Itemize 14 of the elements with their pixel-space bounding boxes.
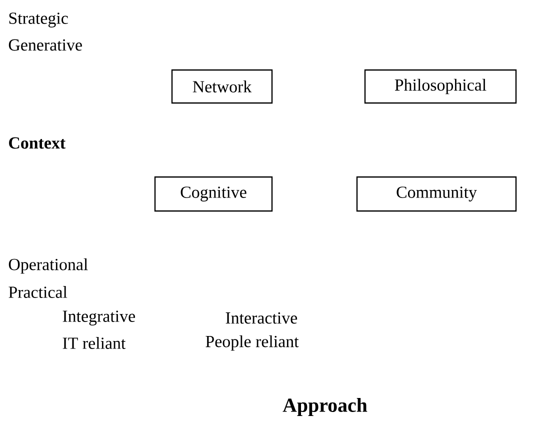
text-box: Network <box>171 69 273 104</box>
label: Interactive <box>226 312 298 324</box>
heading: Context <box>9 137 66 149</box>
heading: Approach <box>282 398 368 416</box>
text-box: Philosophical <box>364 69 517 104</box>
label: Integrative <box>62 310 135 326</box>
text-box: Cognitive <box>154 176 273 212</box>
text-box: Community <box>356 176 517 212</box>
label: Strategic <box>9 12 68 28</box>
label: Generative <box>8 39 82 51</box>
label: Practical <box>8 286 68 298</box>
label: IT reliant <box>62 337 126 349</box>
label: Operational <box>8 258 88 274</box>
label: People reliant <box>206 335 299 351</box>
